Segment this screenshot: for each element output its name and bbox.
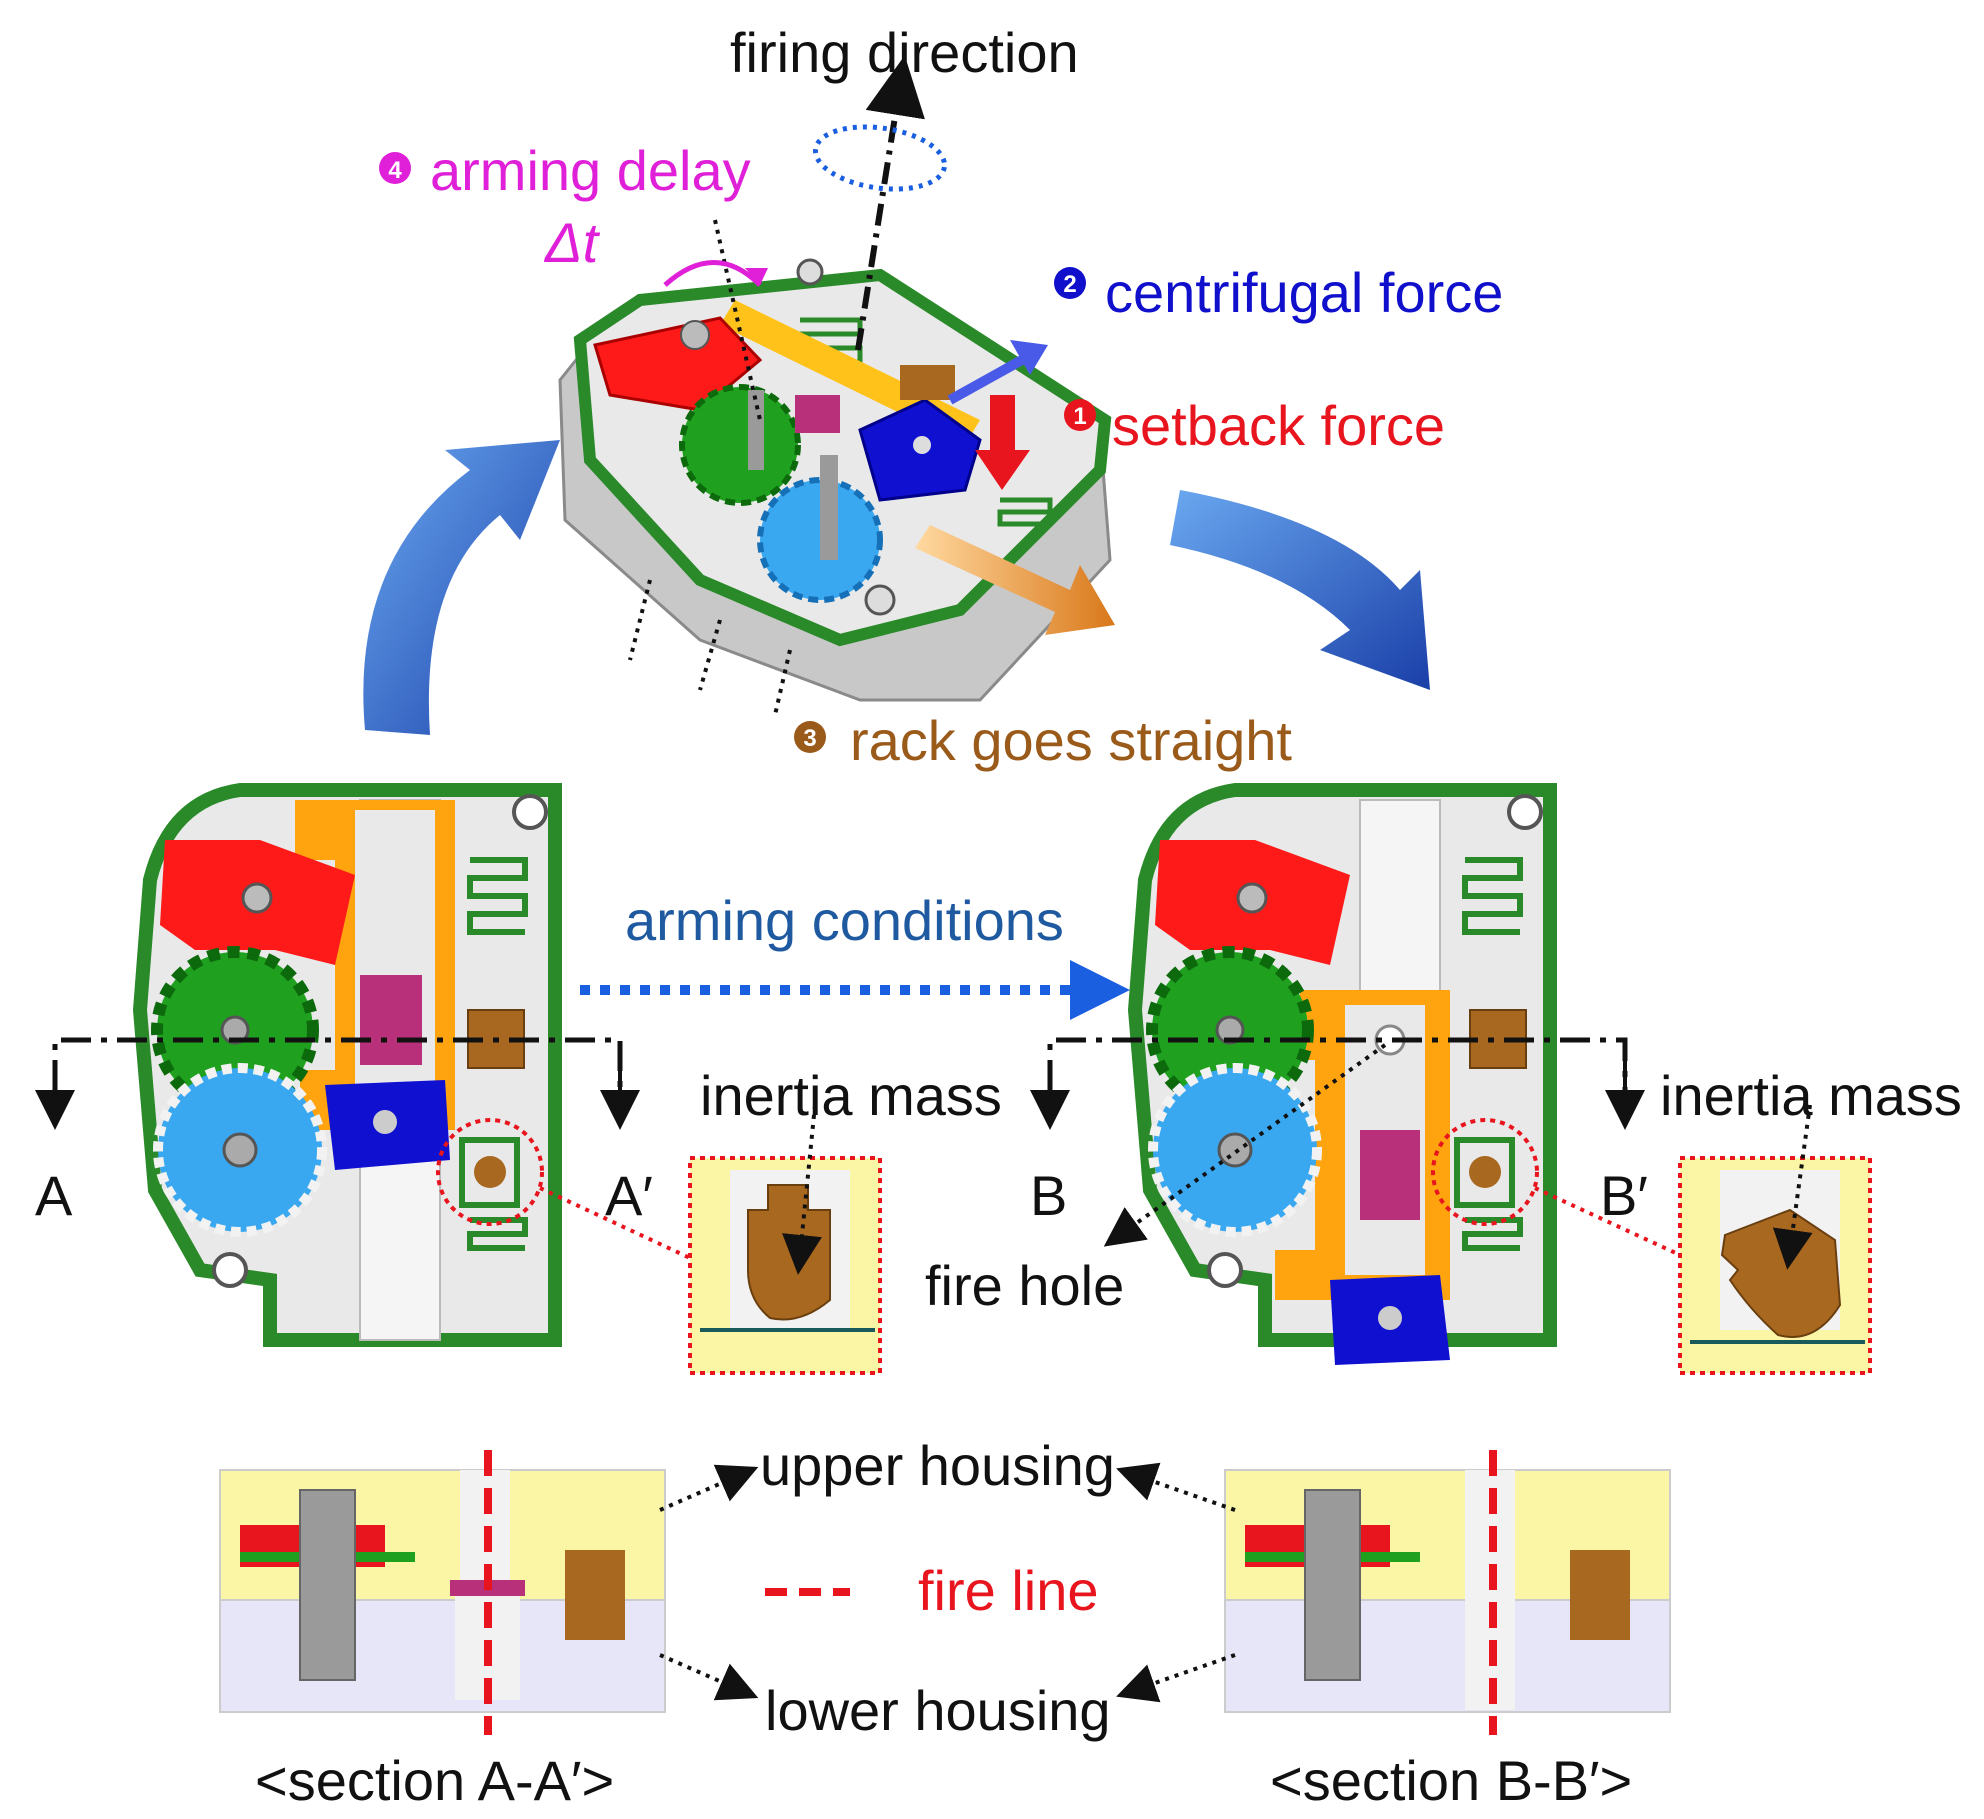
section-line-b	[1030, 1037, 1645, 1130]
red-arm-pivot-left	[241, 882, 273, 914]
spring-right-bottom	[1462, 1217, 1523, 1251]
blue-block-hole-right	[1378, 1306, 1402, 1330]
centrifugal-arrow-head	[1010, 340, 1048, 375]
label-A-prime: A′	[605, 1164, 653, 1227]
label-rack-goes-straight: rack goes straight	[850, 709, 1292, 772]
gear-hub-right	[1215, 1015, 1245, 1045]
label-section-a: <section A-A′>	[255, 1749, 614, 1812]
upper-housing-leader-right	[1116, 1462, 1236, 1512]
upper-housing-leader-left	[659, 1464, 759, 1512]
arming-delay-arc-head	[745, 268, 768, 285]
lower-housing-leader-right	[1116, 1653, 1236, 1703]
assembly-magenta-pin	[795, 395, 840, 433]
spring-left	[467, 857, 528, 935]
label-firing-direction: firing direction	[730, 21, 1079, 84]
badge-3-text: 3	[803, 725, 816, 752]
spin-indicator	[812, 124, 948, 192]
inertia-zoom-ring-left	[436, 1118, 544, 1226]
gear-hub-right-2	[1217, 1132, 1253, 1168]
section-b-view	[1224, 1450, 1671, 1735]
assembly-screw-2	[864, 584, 896, 616]
label-upper-housing: upper housing	[760, 1434, 1115, 1497]
label-arming-delay: arming delay	[430, 139, 751, 202]
assembly-screw	[796, 258, 824, 286]
assembly-shaft-2	[820, 455, 838, 560]
assembly-brown-mass	[900, 365, 955, 400]
label-inertia-mass-right: inertia mass	[1660, 1064, 1962, 1127]
badge-4	[379, 152, 411, 184]
inertia-zoom-left	[539, 1104, 882, 1375]
gear-axis-line-4	[773, 649, 792, 716]
badge-1-text: 1	[1073, 403, 1086, 430]
assembly-shaft	[748, 390, 764, 470]
label-inertia-mass-left: inertia mass	[700, 1064, 1002, 1127]
plan-view-safe	[132, 783, 562, 1347]
gear-hub-left	[220, 1015, 250, 1045]
gear-axis-line-3	[698, 619, 722, 691]
inertia-zoom-right	[1534, 1104, 1872, 1375]
badge-1	[1064, 399, 1096, 431]
red-arm-pivot-right	[1236, 882, 1268, 914]
screw-left-bottom	[212, 1252, 248, 1288]
label-delta-t: Δt	[543, 211, 601, 274]
badge-2	[1054, 267, 1086, 299]
zoom-leader-right	[1534, 1186, 1681, 1257]
label-centrifugal-force: centrifugal force	[1105, 261, 1503, 324]
screw-left-top	[512, 794, 548, 830]
label-fire-line: fire line	[918, 1559, 1099, 1622]
label-arming-conditions: arming conditions	[625, 889, 1064, 952]
label-setback-force: setback force	[1112, 394, 1445, 457]
assembly-block-hole	[913, 436, 931, 454]
blue-block-hole-left	[373, 1110, 397, 1134]
inertia-mass-left	[474, 1156, 506, 1188]
section-a-view	[219, 1450, 666, 1735]
rack-direction-arrow	[915, 525, 1115, 635]
gear-axis-line-2	[628, 579, 652, 661]
spring-right	[1462, 857, 1523, 935]
badge-2-text: 2	[1063, 271, 1076, 298]
3d-assembly-view	[558, 55, 1115, 716]
arming-delay-arc	[663, 260, 762, 287]
magenta-pin-left	[360, 975, 422, 1065]
label-A: A	[35, 1164, 73, 1227]
spring-left-bottom	[467, 1217, 528, 1251]
section-line-a	[35, 1037, 640, 1130]
assembly-spring-2	[997, 497, 1053, 527]
big-arrow-right	[1170, 490, 1430, 690]
setback-force-arrow	[975, 395, 1030, 490]
lower-housing-leader-left	[659, 1653, 759, 1701]
magenta-pin-right	[1360, 1130, 1420, 1220]
screw-right-top	[1507, 794, 1543, 830]
badge-3	[794, 721, 826, 753]
big-arrow-left	[363, 440, 560, 735]
assembly-pivot	[680, 320, 710, 350]
inertia-holder-left	[459, 1137, 520, 1208]
badge-4-text: 4	[388, 157, 402, 184]
label-section-b: <section B-B′>	[1270, 1749, 1632, 1812]
zoom-leader-left	[539, 1186, 691, 1260]
gear-hub-left-2	[222, 1132, 258, 1168]
fire-hole-leader	[1103, 1043, 1387, 1247]
gear-axis-line	[713, 219, 762, 421]
screw-right-bottom	[1207, 1252, 1243, 1288]
label-B-prime: B′	[1600, 1164, 1648, 1227]
inertia-mass-right	[1469, 1156, 1501, 1188]
inertia-zoom-ring-right	[1431, 1118, 1539, 1226]
label-B: B	[1030, 1164, 1067, 1227]
label-fire-hole: fire hole	[925, 1254, 1124, 1317]
assembly-green-gear	[679, 384, 801, 506]
label-lower-housing: lower housing	[765, 1679, 1111, 1742]
